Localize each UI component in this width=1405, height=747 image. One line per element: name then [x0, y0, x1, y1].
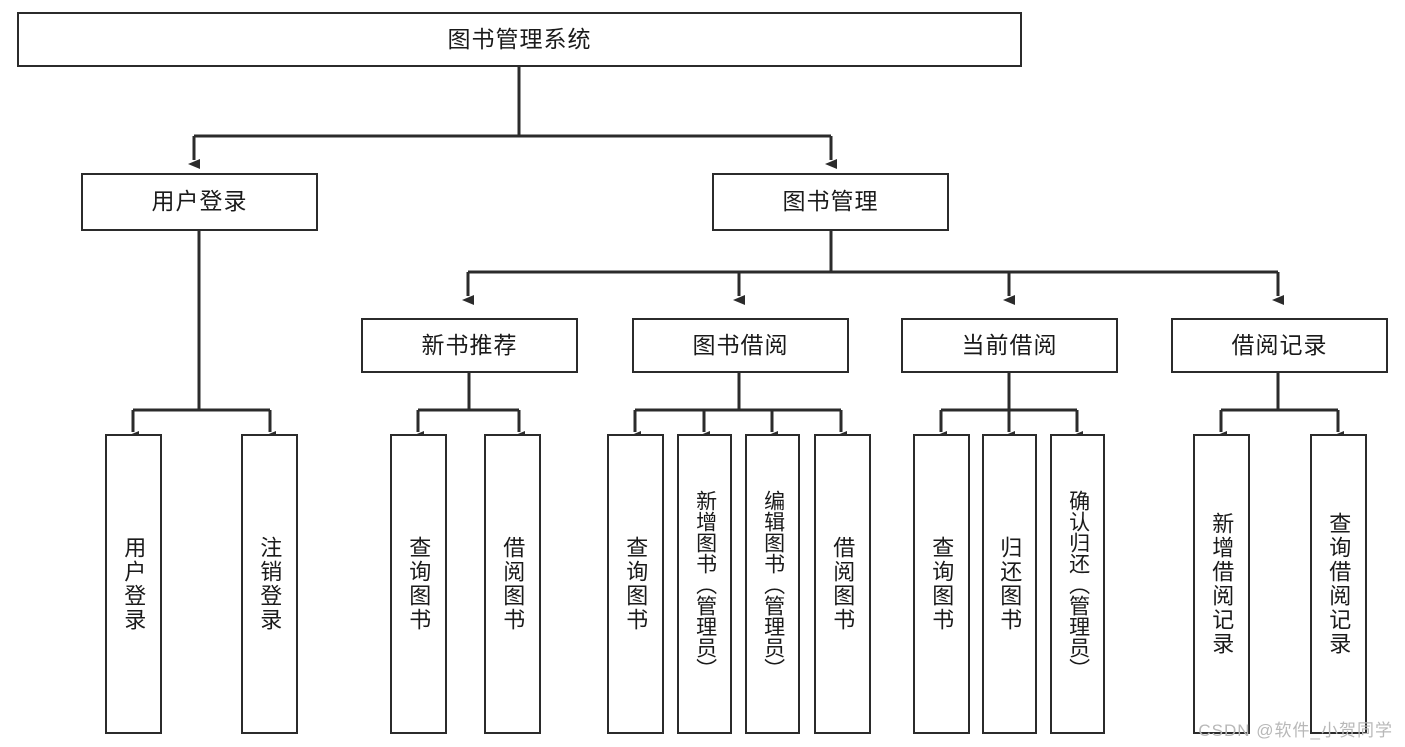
leaf-current-query-book[interactable]: 查询图书	[913, 434, 970, 734]
node-label: 图书管理	[782, 188, 879, 215]
leaf-borrow-query-book[interactable]: 查询图书	[607, 434, 664, 734]
node-label: 图书管理系统	[447, 25, 592, 52]
leaf-label: 查询图书	[406, 536, 432, 632]
node-label: 当前借阅	[961, 331, 1058, 358]
node-label: 借阅记录	[1231, 331, 1328, 358]
leaf-label: 查询图书	[623, 536, 649, 632]
leaf-recommend-query-book[interactable]: 查询图书	[390, 434, 447, 734]
leaf-recommend-borrow-book[interactable]: 借阅图书	[484, 434, 541, 734]
leaf-record-query-record[interactable]: 查询借阅记录	[1310, 434, 1367, 734]
node-root-system[interactable]: 图书管理系统	[17, 12, 1022, 67]
leaf-label: 新增借阅记录	[1209, 512, 1235, 656]
leaf-record-add-record[interactable]: 新增借阅记录	[1193, 434, 1250, 734]
leaf-label: 编辑图书（管理员）	[761, 489, 785, 679]
node-book-management[interactable]: 图书管理	[712, 173, 949, 231]
leaf-label: 借阅图书	[500, 536, 526, 632]
leaf-borrow-add-book-admin[interactable]: 新增图书（管理员）	[677, 434, 732, 734]
csdn-watermark: CSDN @软件_小贺同学	[1198, 721, 1393, 740]
leaf-user-login-logout[interactable]: 注销登录	[241, 434, 298, 734]
node-label: 新书推荐	[421, 331, 518, 358]
leaf-label: 查询图书	[929, 536, 955, 632]
leaf-label: 新增图书（管理员）	[693, 489, 717, 679]
node-current-borrow[interactable]: 当前借阅	[901, 318, 1118, 373]
node-label: 图书借阅	[692, 331, 789, 358]
leaf-label: 注销登录	[257, 536, 283, 632]
node-new-book-recommend[interactable]: 新书推荐	[361, 318, 578, 373]
leaf-user-login-login[interactable]: 用户登录	[105, 434, 162, 734]
leaf-current-confirm-return-admin[interactable]: 确认归还（管理员）	[1050, 434, 1105, 734]
leaf-label: 用户登录	[121, 536, 147, 632]
node-user-login[interactable]: 用户登录	[81, 173, 318, 231]
leaf-label: 查询借阅记录	[1326, 512, 1352, 656]
leaf-current-return-book[interactable]: 归还图书	[982, 434, 1037, 734]
leaf-label: 归还图书	[997, 536, 1023, 632]
node-book-borrow[interactable]: 图书借阅	[632, 318, 849, 373]
node-label: 用户登录	[151, 188, 248, 215]
leaf-borrow-edit-book-admin[interactable]: 编辑图书（管理员）	[745, 434, 800, 734]
leaf-label: 借阅图书	[830, 536, 856, 632]
leaf-label: 确认归还（管理员）	[1066, 489, 1090, 679]
leaf-borrow-borrow-book[interactable]: 借阅图书	[814, 434, 871, 734]
node-borrow-record[interactable]: 借阅记录	[1171, 318, 1388, 373]
